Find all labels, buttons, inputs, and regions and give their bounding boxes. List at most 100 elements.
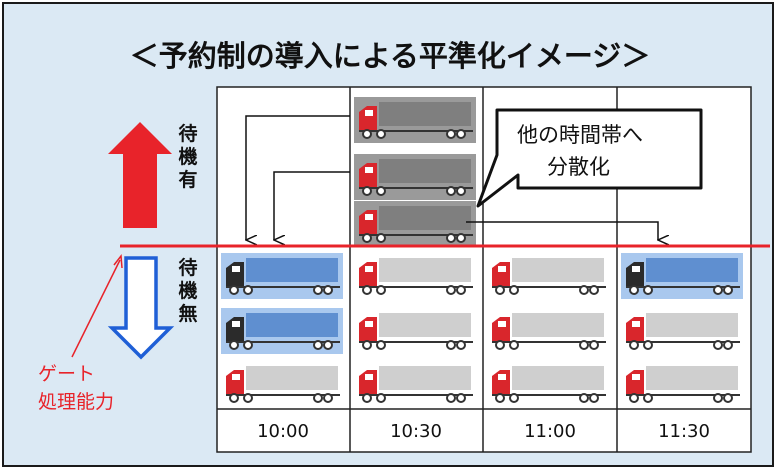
truck-wheel [629, 340, 639, 350]
truck-wheel [362, 285, 372, 295]
truck-wheel [629, 285, 639, 295]
truck-wheel [723, 393, 733, 403]
truck-wheel [509, 285, 519, 295]
truck-wheel [362, 233, 372, 243]
truck-wheel [243, 340, 253, 350]
truck-wheel [362, 129, 372, 139]
truck-wheel [589, 393, 599, 403]
truck-trailer [379, 313, 471, 337]
truck-1130-relocated [621, 253, 743, 299]
truck-trailer [379, 102, 471, 126]
truck-wheel [229, 340, 239, 350]
truck-trailer [646, 313, 738, 337]
truck-wheel [323, 393, 333, 403]
arrow-up-icon [108, 122, 172, 228]
truck-wheel [723, 340, 733, 350]
label-wait-yes-2: 機 [178, 145, 197, 168]
truck-wheel [713, 340, 723, 350]
label-wait-no-1: 待 [178, 256, 197, 279]
truck-wheel [323, 285, 333, 295]
truck-trailer [379, 159, 471, 183]
truck-wheel [643, 285, 653, 295]
callout-shape [476, 108, 703, 208]
gate-label-line-2: 処理能力 [38, 391, 114, 413]
truck-wheel [362, 186, 372, 196]
truck-1130-normal-2 [626, 366, 740, 403]
time-label-1130: 11:30 [658, 421, 710, 442]
truck-window [365, 266, 373, 272]
truck-wheel [323, 340, 333, 350]
truck-wheel [579, 285, 589, 295]
truck-wheel [456, 186, 466, 196]
truck-1000-normal [226, 366, 340, 403]
truck-trailer [512, 366, 604, 390]
truck-wheel [629, 393, 639, 403]
truck-wheel [456, 129, 466, 139]
label-wait-yes-1: 待 [178, 122, 197, 145]
gate-pointer-head [113, 254, 123, 269]
gate-label-line-1: ゲート [38, 363, 95, 385]
callout-box: 他の時間帯へ 分散化 [476, 108, 703, 208]
truck-wheel [446, 233, 456, 243]
truck-trailer [246, 366, 338, 390]
page-title: ＜予約制の導入による平準化イメージ＞ [130, 39, 651, 73]
truck-1130-normal-1 [626, 313, 740, 350]
truck-wheel [376, 340, 386, 350]
truck-wheel [589, 340, 599, 350]
truck-window [365, 321, 373, 327]
time-label-1030: 10:30 [390, 421, 442, 442]
truck-wheel [446, 285, 456, 295]
redistribute-arrow-1 [246, 115, 350, 240]
truck-wheel [313, 393, 323, 403]
truck-trailer [512, 258, 604, 282]
label-wait-no-3: 無 [178, 302, 197, 325]
truck-wheel [456, 233, 466, 243]
truck-wheel [376, 186, 386, 196]
truck-window [365, 110, 373, 116]
arrow-down-icon [107, 256, 175, 360]
truck-trailer [646, 258, 738, 282]
truck-wheel [456, 285, 466, 295]
truck-wheel [313, 285, 323, 295]
truck-wheel [509, 393, 519, 403]
truck-wheel [579, 393, 589, 403]
truck-1100-normal-2 [492, 313, 606, 350]
callout-line-1: 他の時間帯へ [517, 123, 643, 147]
truck-trailer [379, 206, 471, 230]
truck-window [232, 266, 240, 272]
truck-wheel [495, 340, 505, 350]
truck-wheel [376, 285, 386, 295]
label-wait-no-2: 機 [178, 279, 197, 302]
truck-1030-normal-2 [359, 313, 473, 350]
truck-wheel [229, 285, 239, 295]
truck-trailer [646, 366, 738, 390]
truck-wheel [643, 393, 653, 403]
redistribution-arrows [246, 115, 658, 240]
callout-line-2: 分散化 [547, 155, 610, 179]
truck-window [498, 321, 506, 327]
redistribute-arrow-2 [274, 171, 350, 240]
truck-1100-normal-1 [492, 258, 606, 295]
truck-trailer [246, 258, 338, 282]
truck-wheel [446, 393, 456, 403]
truck-wheel [376, 233, 386, 243]
truck-wheel [362, 393, 372, 403]
truck-window [232, 321, 240, 327]
truck-wheel [313, 340, 323, 350]
truck-wheel [456, 340, 466, 350]
truck-wheel [243, 393, 253, 403]
truck-wheel [446, 186, 456, 196]
truck-wheel [456, 393, 466, 403]
truck-window [365, 167, 373, 173]
truck-layer [221, 97, 743, 403]
truck-window [365, 374, 373, 380]
truck-trailer [379, 258, 471, 282]
truck-window [365, 214, 373, 220]
truck-window [632, 374, 640, 380]
truck-wheel [376, 129, 386, 139]
truck-1030-normal-3 [359, 366, 473, 403]
truck-wheel [643, 340, 653, 350]
truck-wheel [495, 393, 505, 403]
truck-window [632, 321, 640, 327]
